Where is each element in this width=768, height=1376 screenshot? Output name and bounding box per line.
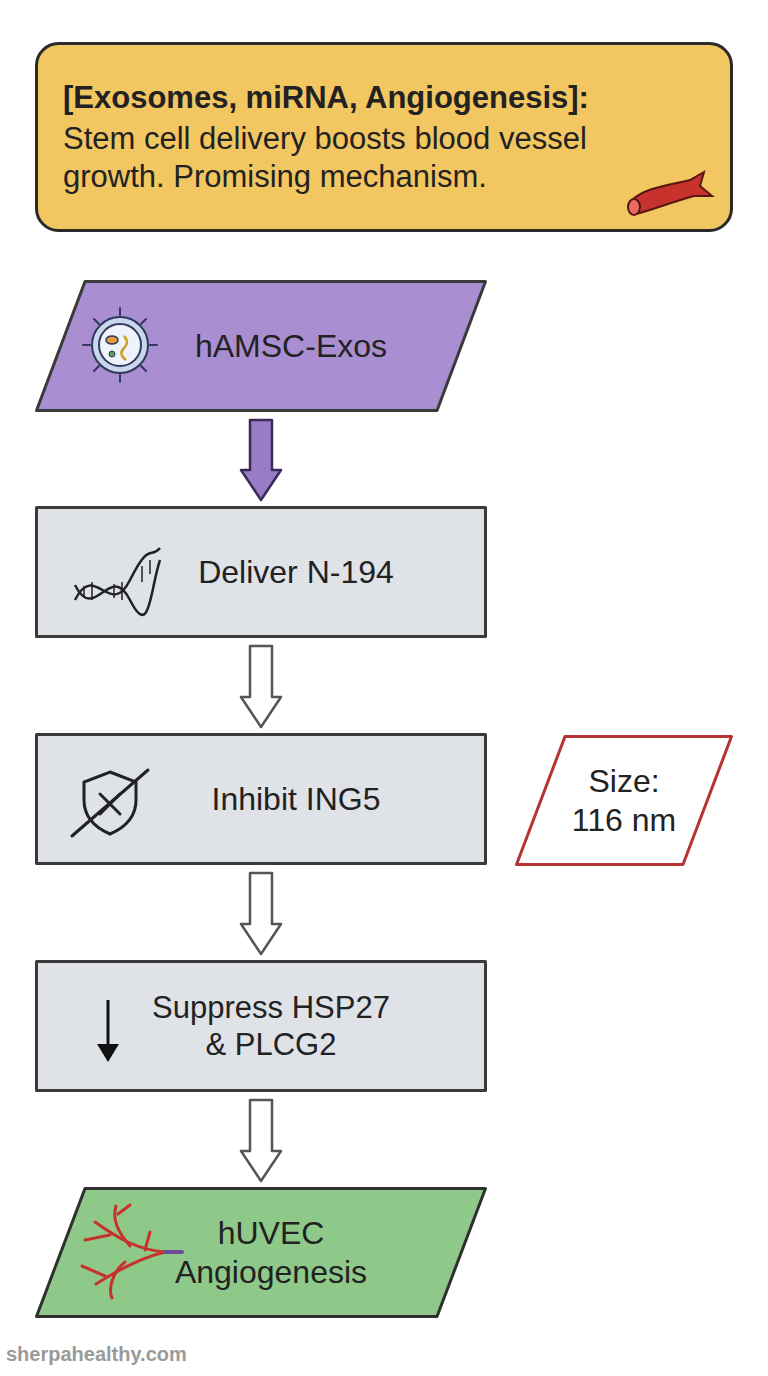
node-label: Size: 116 nm [564, 762, 684, 839]
node-text-area: hAMSC-Exos [35, 280, 487, 412]
block-arrow [241, 1100, 281, 1181]
process-box: Deliver N-194 [35, 506, 487, 638]
arrow-shape [241, 646, 281, 727]
node-label: hUVEC Angiogenesis [125, 1214, 417, 1291]
vessel-network-icon [82, 1205, 182, 1298]
node-shape [517, 737, 732, 865]
watermark: sherpahealthy.com [6, 1343, 187, 1366]
shield-icon [72, 770, 148, 836]
input-parallelogram: hAMSC-Exos [35, 280, 487, 412]
node-outline [35, 960, 487, 1092]
block-arrow [241, 646, 281, 727]
block-arrow [241, 873, 281, 954]
header-box: [Exosomes, miRNA, Angiogenesis]: Stem cel… [35, 42, 733, 232]
down-arrow-icon [97, 1000, 119, 1062]
node-shape [37, 44, 732, 231]
block-arrow [241, 420, 281, 500]
vessel-icon [628, 172, 712, 215]
node-shape [37, 1189, 486, 1317]
exosome-icon [83, 308, 157, 382]
node-text-area: [Exosomes, miRNA, Angiogenesis]: Stem cel… [35, 42, 733, 232]
node-outline [35, 1187, 487, 1318]
node-shape [37, 962, 486, 1091]
output-parallelogram: hUVEC Angiogenesis [35, 1187, 487, 1318]
node-text-area: Inhibit ING5 [35, 733, 487, 865]
note-parallelogram: Size: 116 nm [515, 735, 733, 866]
node-text-area: hUVEC Angiogenesis [35, 1187, 487, 1318]
process-box: Inhibit ING5 [35, 733, 487, 865]
node-label: Suppress HSP27 & PLCG2 [140, 989, 402, 1063]
node-text-area: Deliver N-194 [35, 506, 487, 638]
node-label: hAMSC-Exos [125, 327, 457, 365]
process-box: Suppress HSP27 & PLCG2 [35, 960, 487, 1092]
header-title: [Exosomes, miRNA, Angiogenesis]: [63, 79, 677, 116]
node-shape [37, 282, 486, 411]
node-label: Deliver N-194 [105, 553, 487, 591]
node-outline [515, 735, 733, 866]
arrow-shape [241, 420, 281, 500]
dna-icon [75, 548, 160, 615]
header-body: Stem cell delivery boosts blood vessel g… [63, 120, 677, 194]
node-text-area: Suppress HSP27 & PLCG2 [35, 960, 487, 1092]
arrow-shape [241, 1100, 281, 1181]
arrow-shape [241, 873, 281, 954]
node-text-area: Size: 116 nm [515, 735, 733, 866]
node-label: Inhibit ING5 [105, 780, 487, 818]
